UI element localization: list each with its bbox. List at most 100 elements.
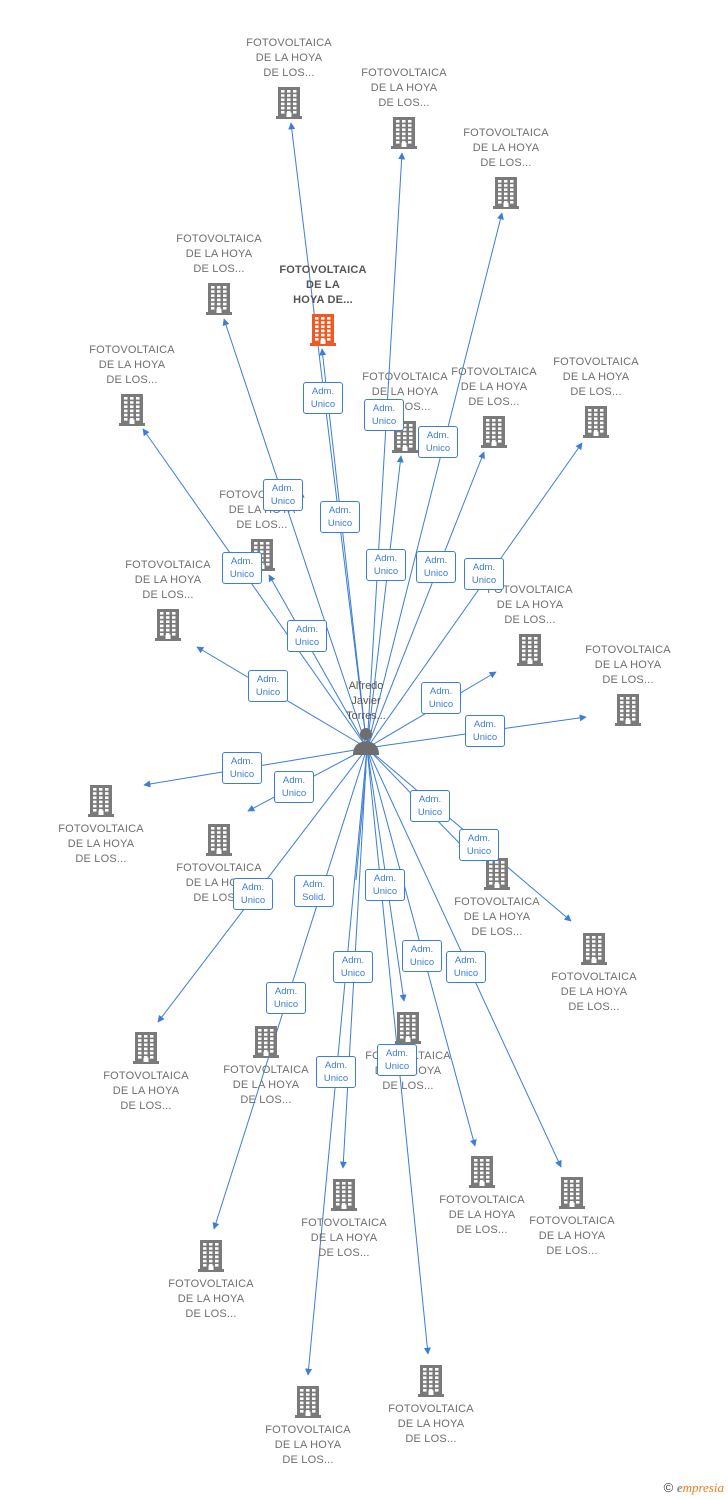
relation-badge[interactable]: Adm.Unico — [459, 829, 499, 861]
relation-badge-line: Unico — [229, 769, 255, 780]
relation-badge[interactable]: Adm.Unico — [303, 382, 343, 414]
relation-badge[interactable]: Adm.Unico — [364, 399, 404, 431]
relation-badge-line: Adm. — [311, 386, 335, 397]
relation-badge[interactable]: Adm.Unico — [266, 982, 306, 1014]
relation-badge[interactable]: Adm.Unico — [233, 878, 273, 910]
company-label-line: DE LOS... — [546, 1245, 598, 1257]
relation-badge[interactable]: Adm.Unico — [222, 552, 262, 584]
relation-badge-line: Adm. — [374, 553, 398, 564]
relation-badge[interactable]: Adm.Unico — [320, 501, 360, 533]
relation-badge[interactable]: Adm.Unico — [316, 1056, 356, 1088]
relation-badge-line: Adm. — [324, 1060, 348, 1071]
relation-badge[interactable]: Adm.Unico — [421, 682, 461, 714]
company-label-line: DE LA HOYA — [496, 599, 564, 611]
company-label-line: DE LOS... — [106, 374, 158, 386]
relation-edge — [366, 442, 583, 749]
relation-badge[interactable]: Adm.Unico — [365, 869, 405, 901]
building-icon — [517, 634, 543, 666]
company-label-line: FOTOVOLTAICA — [362, 371, 448, 383]
building-icon — [206, 283, 232, 315]
company-label-line: DE LOS... — [75, 853, 127, 865]
company-label-line: DE LOS... — [120, 1100, 172, 1112]
relation-badge[interactable]: Adm.Unico — [263, 479, 303, 511]
relation-badge[interactable]: Adm.Unico — [464, 558, 504, 590]
relation-badge[interactable]: Adm.Solid. — [294, 875, 334, 907]
company-label-line: DE LA HOYA — [177, 1293, 245, 1305]
company-label-line: DE LA HOYA — [255, 52, 323, 64]
relation-badge[interactable]: Adm.Unico — [377, 1044, 417, 1076]
building-icon — [391, 117, 417, 149]
relation-badge-line: Adm. — [271, 483, 295, 494]
relation-badge-line: Adm. — [472, 562, 496, 573]
company-label-line: FOTOVOLTAICA — [529, 1215, 615, 1227]
relation-badge[interactable]: Adm.Unico — [333, 951, 373, 983]
company-label-line: FOTOVOLTAICA — [451, 366, 537, 378]
relation-badge-line: Unico — [373, 566, 399, 577]
relation-badge[interactable]: Adm. Unico — [248, 670, 288, 702]
relation-badge-line: Unico — [255, 687, 281, 698]
relation-badge-line: Unico — [466, 846, 492, 857]
relation-badge[interactable]: Adm.Unico — [416, 551, 456, 583]
relation-badge-line: Adm. — [256, 674, 280, 685]
relation-badge-line: Adm. — [241, 882, 265, 893]
empresia-logo-e: e — [676, 1480, 683, 1495]
copyright-symbol: © — [663, 1480, 674, 1495]
company-label-line: DE LOS... — [568, 1001, 620, 1013]
relation-badge[interactable]: Adm.Unico — [446, 951, 486, 983]
company-label-line: FOTOVOLTAICA — [223, 1064, 309, 1076]
relation-badge-line: Adm. — [295, 624, 319, 635]
relation-edge — [366, 451, 485, 749]
relation-badge-line: Adm. — [328, 505, 352, 516]
building-icon — [295, 1386, 321, 1418]
company-label-line: DE LOS... — [282, 1454, 334, 1466]
company-label-line: DE LA HOYA — [560, 986, 628, 998]
relation-badge[interactable]: Adm. Unico — [366, 549, 406, 581]
relation-badge[interactable]: Adm.Unico — [274, 771, 314, 803]
empresia-logo[interactable]: empresia — [677, 1480, 724, 1495]
company-label-line: DE LA HOYA — [562, 371, 630, 383]
person-node[interactable]: Alfredo Javier Torres... — [321, 679, 411, 756]
company-label-line: DE LOS... — [504, 614, 556, 626]
relation-badge[interactable]: Adm.Unico — [410, 790, 450, 822]
relation-badge-line: Adm. — [385, 1048, 409, 1059]
relation-badge-line: Unico — [409, 957, 435, 968]
company-label-line: DE LOS... — [471, 926, 523, 938]
relation-badge[interactable]: Adm. Unico — [402, 940, 442, 972]
company-node[interactable]: FOTOVOLTAICA DE LA HOYA DE LOS... — [46, 783, 156, 867]
company-label-line: DE LA HOYA — [67, 838, 135, 850]
company-label-line: FOTOVOLTAICA — [58, 823, 144, 835]
relation-badge-line: Adm. — [410, 944, 434, 955]
relation-badge[interactable]: Adm.Unico — [465, 715, 505, 747]
relation-badge[interactable]: Adm.Unico — [287, 620, 327, 652]
relation-badge[interactable]: Adm.Unico — [222, 752, 262, 784]
relation-badge[interactable]: Adm.Unico — [418, 426, 458, 458]
